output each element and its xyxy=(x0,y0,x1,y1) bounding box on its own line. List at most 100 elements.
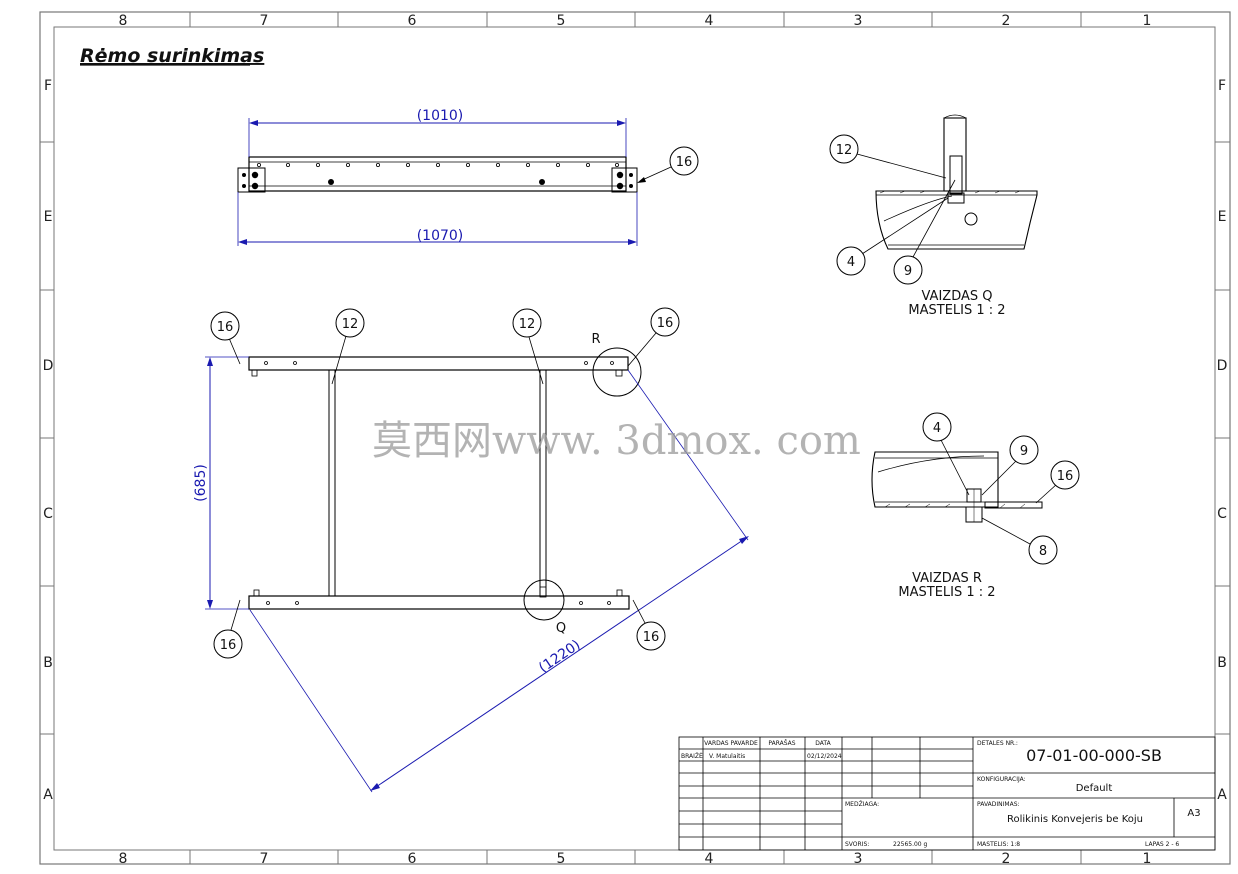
zone-row-f-right: F xyxy=(1218,78,1226,94)
title-block-text: VARDAS PAVARDE PARAŠAS DATA BRAIŽĖ V. Ma… xyxy=(681,740,1201,848)
zone-row-d: D xyxy=(43,358,54,374)
tb-material-label: MEDŽIAGA: xyxy=(845,800,879,808)
tb-drawn-by: V. Matulaitis xyxy=(709,753,745,760)
zone-row-c: C xyxy=(43,506,53,522)
balloon-r-9-label: 9 xyxy=(1020,444,1028,459)
top-view: (1010) (1070) 16 xyxy=(237,108,699,246)
dim-685-label: (685) xyxy=(193,464,209,502)
top-view-end-plate-left xyxy=(237,167,266,193)
tb-name: Rolikinis Konvejeris be Koju xyxy=(1007,814,1143,825)
zone-labels-left: F E D C B A xyxy=(43,78,54,803)
tb-name-label: PAVADINIMAS: xyxy=(977,801,1020,808)
dim-1220-label: (1220) xyxy=(536,637,584,676)
zone-row-e: E xyxy=(44,209,53,225)
balloon-front-16-tr-label: 16 xyxy=(657,316,674,331)
detail-view-q: 12 4 9 VAIZDAS Q MASTELIS 1 : 2 xyxy=(829,114,1038,318)
view-r-title: VAIZDAS R xyxy=(912,571,982,586)
front-view-left-post xyxy=(328,369,336,597)
zone-row-a-right: A xyxy=(1217,787,1227,803)
balloon-r-8 xyxy=(1028,535,1058,565)
balloon-r-16-label: 16 xyxy=(1057,469,1074,484)
watermark: 莫西网www. 3dmox. com xyxy=(372,418,861,464)
balloon-r-4 xyxy=(922,412,952,442)
balloon-front-12-a-label: 12 xyxy=(342,317,359,332)
zone-row-c-right: C xyxy=(1217,506,1227,522)
detail-circle-q xyxy=(523,579,565,621)
tb-config: Default xyxy=(1076,783,1113,794)
detail-view-r: 4 9 16 8 VAIZDAS R MASTELIS 1 : 2 xyxy=(871,412,1080,600)
balloon-q-4 xyxy=(836,246,866,276)
balloon-front-12-b xyxy=(512,308,542,338)
zone-col-4-bottom: 4 xyxy=(705,851,714,867)
balloon-r-4-label: 4 xyxy=(933,421,941,436)
tb-scale-label: MASTELIS: 1:8 xyxy=(977,841,1020,848)
tb-weight-label: SVORIS: xyxy=(845,841,869,848)
zone-row-b: B xyxy=(43,655,53,671)
front-view-right-post xyxy=(539,369,547,597)
detail-circle-r xyxy=(592,347,642,397)
balloon-front-16-br xyxy=(636,621,666,651)
balloon-r-9 xyxy=(1009,435,1039,465)
tb-weight-value: 22565.00 g xyxy=(893,841,928,848)
zone-row-b-right: B xyxy=(1217,655,1227,671)
balloon-front-16-bl xyxy=(213,629,243,659)
view-q-title: VAIZDAS Q xyxy=(922,289,993,304)
balloon-r-8-label: 8 xyxy=(1039,544,1047,559)
zone-col-1-bottom: 1 xyxy=(1143,851,1152,867)
dim-1220-line xyxy=(372,537,747,790)
zone-col-7-bottom: 7 xyxy=(260,851,269,867)
dim-1070-label: (1070) xyxy=(417,228,464,244)
front-view: R Q (685) (1220) 16 12 12 16 16 xyxy=(193,307,749,793)
balloon-q-9 xyxy=(893,255,923,285)
tb-part-no: 07-01-00-000-SB xyxy=(1026,746,1162,765)
tb-size: A3 xyxy=(1187,808,1200,819)
balloon-front-16-br-label: 16 xyxy=(643,630,660,645)
zone-col-3-bottom: 3 xyxy=(854,851,863,867)
balloon-q-4-label: 4 xyxy=(847,255,855,270)
zone-labels-right: F E D C B A xyxy=(1217,78,1228,803)
zone-col-5-bottom: 5 xyxy=(557,851,566,867)
balloon-top-16-label: 16 xyxy=(676,155,693,170)
tb-drawn-date: 02/12/2024 xyxy=(807,753,842,760)
tb-drawn-label: BRAIŽĖ xyxy=(681,752,703,760)
zone-col-1: 1 xyxy=(1143,13,1152,29)
zone-row-d-right: D xyxy=(1217,358,1228,374)
balloon-front-12-a xyxy=(335,308,365,338)
detail-marker-q: Q xyxy=(556,621,566,636)
top-view-rail xyxy=(248,156,627,192)
zone-labels-top: 8 7 6 5 4 3 2 1 xyxy=(119,13,1152,29)
zone-row-a: A xyxy=(43,787,53,803)
zone-col-6: 6 xyxy=(408,13,417,29)
tb-header-name: VARDAS PAVARDE xyxy=(704,740,758,747)
view-q-scale: MASTELIS 1 : 2 xyxy=(908,303,1005,318)
zone-row-e-right: E xyxy=(1218,209,1227,225)
tb-config-label: KONFIGURACIJA: xyxy=(977,776,1026,783)
dim-1010-label: (1010) xyxy=(417,108,464,124)
top-view-end-plate-right xyxy=(611,167,638,193)
zone-col-7: 7 xyxy=(260,13,269,29)
balloon-front-16-bl-label: 16 xyxy=(220,638,237,653)
tb-header-sign: PARAŠAS xyxy=(768,740,795,747)
title-block xyxy=(678,736,1216,851)
balloon-q-12-label: 12 xyxy=(836,143,853,158)
zone-col-8-bottom: 8 xyxy=(119,851,128,867)
zone-col-5: 5 xyxy=(557,13,566,29)
zone-col-4: 4 xyxy=(705,13,714,29)
zone-col-8: 8 xyxy=(119,13,128,29)
zone-ticks xyxy=(40,12,1230,864)
zone-col-3: 3 xyxy=(854,13,863,29)
detail-marker-r: R xyxy=(591,332,600,347)
balloon-top-16 xyxy=(669,146,699,176)
drawing-title: Rėmo surinkimas xyxy=(80,45,264,67)
balloon-q-12 xyxy=(829,134,859,164)
zone-col-2: 2 xyxy=(1002,13,1011,29)
view-r-scale: MASTELIS 1 : 2 xyxy=(898,585,995,600)
balloon-front-12-b-label: 12 xyxy=(519,317,536,332)
front-view-bottom-rail xyxy=(248,595,630,610)
tb-header-date: DATA xyxy=(815,740,831,747)
front-view-top-rail xyxy=(248,356,629,371)
balloon-r-16 xyxy=(1050,460,1080,490)
tb-sheet-label: LAPAS 2 - 6 xyxy=(1145,841,1179,848)
balloon-front-16-tl xyxy=(210,311,240,341)
